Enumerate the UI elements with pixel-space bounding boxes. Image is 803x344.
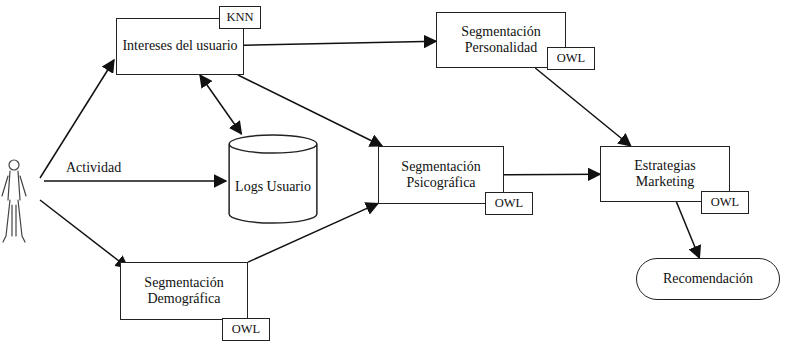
method-tag: KNN xyxy=(219,6,261,29)
text-group: Logs Usuario xyxy=(231,179,315,195)
text-group: OWL xyxy=(230,322,262,336)
node-text: Estrategias Marketing xyxy=(601,158,729,190)
text-group: Segmentación Personalidad xyxy=(437,24,565,56)
text-group: Segmentación Demográfica xyxy=(121,275,247,307)
tag-text: KNN xyxy=(224,10,255,24)
process-box: Segmentación PsicográficaOWL xyxy=(378,146,504,204)
terminal-pill: Recomendación xyxy=(636,258,780,300)
tag-text: OWL xyxy=(555,51,587,65)
tag-text: OWL xyxy=(493,196,525,210)
process-box: Segmentación DemográficaOWL xyxy=(120,262,248,320)
node-text: Segmentación Personalidad xyxy=(437,24,565,56)
flow-arrow xyxy=(200,75,241,134)
tag-text: OWL xyxy=(230,322,262,336)
method-tag: OWL xyxy=(701,191,749,214)
node-text: Recomendación xyxy=(659,271,757,287)
node-text: Logs Usuario xyxy=(231,179,315,195)
process-box: Segmentación PersonalidadOWL xyxy=(436,12,566,68)
method-tag: OWL xyxy=(485,192,533,215)
node-text: Intereses del usuario xyxy=(118,38,241,54)
text-group: Estrategias Marketing xyxy=(601,158,729,190)
method-tag: OWL xyxy=(547,47,595,70)
text-group: OWL xyxy=(493,196,525,210)
text-group: Intereses del usuario xyxy=(118,38,241,54)
flow-arrow xyxy=(535,68,630,146)
process-box: Estrategias MarketingOWL xyxy=(600,146,730,202)
text-group: OWL xyxy=(555,51,587,65)
flow-label: Actividad xyxy=(64,160,123,176)
node-text: Segmentación Psicográfica xyxy=(379,159,503,191)
method-tag: OWL xyxy=(222,318,270,341)
text-group: KNN xyxy=(224,10,255,24)
database-cylinder: Logs Usuario xyxy=(228,134,318,224)
flow-arrow xyxy=(676,202,699,258)
flow-arrow xyxy=(244,41,436,45)
text-group: Recomendación xyxy=(659,271,757,287)
flow-arrow xyxy=(504,174,600,176)
process-box: Intereses del usuarioKNN xyxy=(116,18,244,75)
tag-text: OWL xyxy=(709,195,741,209)
text-group: OWL xyxy=(709,195,741,209)
node-text: Segmentación Demográfica xyxy=(121,275,247,307)
text-group: Segmentación Psicográfica xyxy=(379,159,503,191)
